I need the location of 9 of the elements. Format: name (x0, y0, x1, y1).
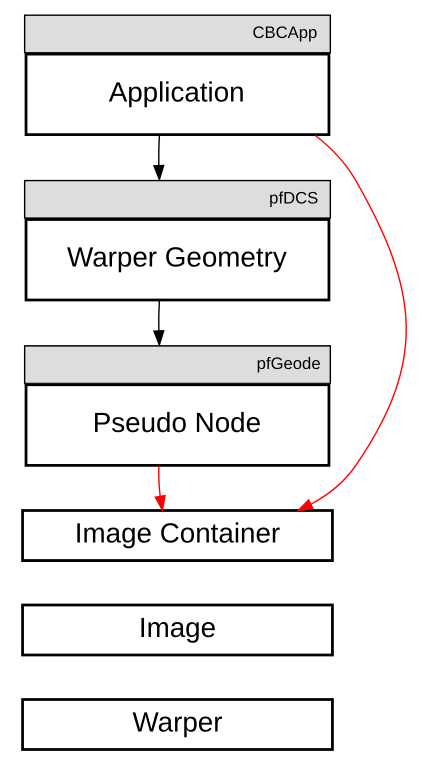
arrow (154, 466, 166, 512)
arrow (152, 300, 164, 347)
node-box: Image Container (20, 509, 334, 562)
node-text: pfDCS (268, 188, 318, 208)
arrow (296, 134, 406, 512)
node-box: Image (20, 604, 334, 656)
node-label: Warper Geometry (66, 242, 286, 273)
arrow (152, 135, 164, 182)
node-box: Warper (20, 698, 334, 751)
